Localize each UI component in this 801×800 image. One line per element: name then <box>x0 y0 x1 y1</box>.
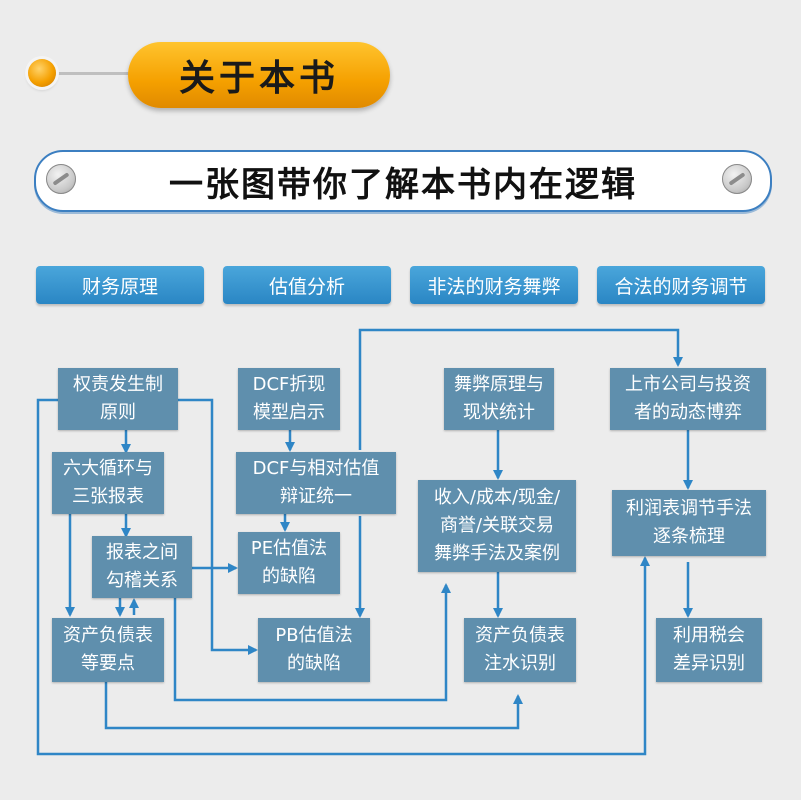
arrow-dcfrel-to-listed <box>358 328 683 450</box>
header-line <box>40 72 170 75</box>
screw-icon-left <box>46 164 76 194</box>
node-dcf-model: DCF折现模型启示 <box>238 368 340 430</box>
page-title: 关于本书 <box>128 42 390 108</box>
node-pe-flaw: PE估值法的缺陷 <box>238 532 340 594</box>
category-finance-principle: 财务原理 <box>36 266 204 304</box>
category-illegal-fraud: 非法的财务舞弊 <box>410 266 578 304</box>
node-profit-methods: 利润表调节手法逐条梳理 <box>612 490 766 556</box>
header-dot-icon <box>28 59 56 87</box>
arrow-accrual-to-pb <box>178 398 258 655</box>
node-statement-links: 报表之间勾稽关系 <box>92 536 192 598</box>
node-fraud-principle: 舞弊原理与现状统计 <box>444 368 554 430</box>
category-legal-adjustment: 合法的财务调节 <box>597 266 765 304</box>
arrow-balance-to-water <box>104 682 523 730</box>
diagram-banner: 一张图带你了解本书内在逻辑 <box>34 150 772 212</box>
node-dcf-relative: DCF与相对估值辩证统一 <box>236 452 396 514</box>
category-valuation: 估值分析 <box>223 266 391 304</box>
node-six-cycles: 六大循环与三张报表 <box>52 452 164 514</box>
node-balance-points: 资产负债表等要点 <box>52 618 164 682</box>
node-accrual: 权责发生制原则 <box>58 368 178 430</box>
screw-icon-right <box>722 164 752 194</box>
node-pb-flaw: PB估值法的缺陷 <box>258 618 370 682</box>
node-balance-water: 资产负债表注水识别 <box>464 618 576 682</box>
arrow-links-to-cases <box>173 583 451 702</box>
node-listed-game: 上市公司与投资者的动态博弈 <box>610 368 766 430</box>
arrow-outer-to-profit <box>36 398 650 756</box>
node-tax-diff: 利用税会差异识别 <box>656 618 762 682</box>
node-fraud-cases: 收入/成本/现金/商誉/关联交易舞弊手法及案例 <box>418 480 576 572</box>
